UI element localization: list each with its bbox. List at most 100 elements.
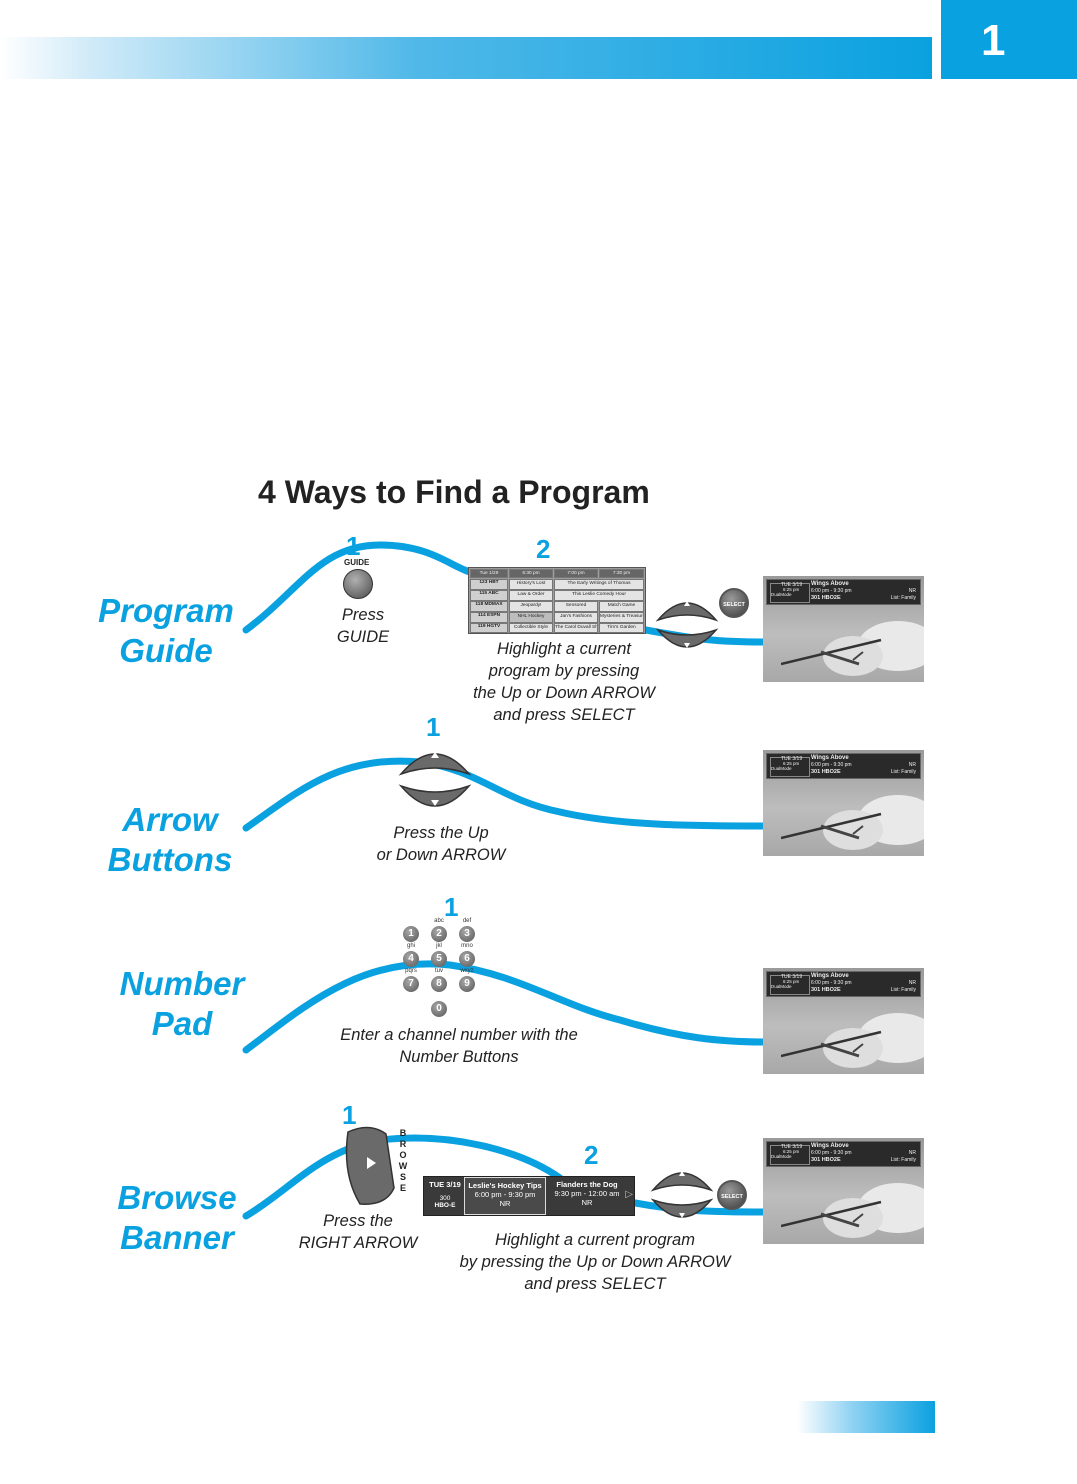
banner-channel-number: 300	[439, 1195, 451, 1202]
arrow-pad[interactable]	[397, 740, 473, 820]
caption-line: Press	[341, 606, 385, 624]
down-triangle-icon	[684, 643, 690, 648]
guide-program[interactable]: Law & Order	[509, 590, 553, 601]
key-letters-label: jkl	[436, 943, 442, 949]
up-triangle-icon	[679, 1171, 685, 1176]
guide-channel[interactable]: 114 ESPN	[470, 612, 508, 623]
caption-line: Press the	[323, 1212, 393, 1230]
up-arrow-button	[650, 1172, 714, 1192]
select-button[interactable]: SELECT	[719, 588, 749, 618]
banner-program-highlighted[interactable]: Leslie's Hockey Tips 6:00 pm - 9:30 pm N…	[464, 1177, 546, 1215]
browse-banner: TUE 3/19 300 HBO-E Leslie's Hockey Tips …	[423, 1176, 635, 1216]
caption-line: Enter a channel number with the	[340, 1026, 578, 1044]
banner-program-time: 9:30 pm - 12:00 am	[554, 1189, 620, 1198]
caption-line: Press the Up	[393, 824, 489, 842]
guide-time: 6:30 pm	[509, 569, 553, 578]
select-button[interactable]: SELECT	[717, 1180, 747, 1210]
banner-schedule: 6:00 pm - 9:30 pm	[811, 980, 852, 986]
guide-program[interactable]: Collectible Style	[509, 623, 553, 633]
guide-channel[interactable]: 115 ABC	[470, 590, 508, 601]
guide-program[interactable]: Jan's Fashions	[554, 612, 598, 623]
label-line: Buttons	[107, 841, 233, 878]
banner-title: Wings Above	[811, 973, 849, 979]
number-key-8[interactable]: 8	[431, 976, 447, 992]
step-caption: Press GUIDE	[320, 604, 406, 648]
caption-line: by pressing the Up or Down ARROW	[459, 1253, 731, 1271]
label-line: Banner	[120, 1219, 234, 1256]
guide-channel[interactable]: 123 HBT	[470, 579, 508, 590]
number-key-5[interactable]: 5	[431, 951, 447, 967]
step-number: 2	[584, 1140, 599, 1170]
banner-title: Wings Above	[811, 1143, 849, 1149]
caption-line: RIGHT ARROW	[298, 1234, 418, 1252]
step-number: 2	[536, 534, 551, 564]
number-key-2[interactable]: 2	[431, 926, 447, 942]
number-key-0[interactable]: 0	[431, 1001, 447, 1017]
right-triangle-icon	[367, 1157, 376, 1169]
up-arrow-button	[398, 753, 472, 776]
label-line: Pad	[151, 1005, 213, 1042]
label-line: Program	[98, 592, 234, 629]
step-caption: Highlight a current program by pressing …	[452, 638, 676, 726]
banner-title: Wings Above	[811, 581, 849, 587]
guide-program[interactable]: Match Game	[599, 601, 644, 612]
caption-line: and press SELECT	[493, 706, 635, 724]
browse-letter: W	[398, 1161, 408, 1171]
guide-button[interactable]	[343, 569, 373, 599]
banner-rating: NR	[908, 980, 916, 986]
arrow-pad[interactable]	[654, 590, 720, 660]
guide-program[interactable]: History's Lost	[509, 579, 553, 590]
label-line: Arrow	[122, 801, 218, 838]
curve-number-pad	[242, 960, 769, 1054]
banner-program[interactable]: Flanders the Dog 9:30 pm - 12:00 am NR	[548, 1177, 626, 1215]
banner-date-box	[770, 1145, 810, 1165]
banner-list: List: Family	[890, 769, 916, 775]
curve-arrow-buttons	[242, 757, 769, 832]
guide-program[interactable]: Sensored	[554, 601, 598, 612]
guide-program[interactable]: The Early Writings of Thomas	[554, 579, 644, 590]
guide-channel[interactable]: 118 MDMAX	[470, 601, 508, 612]
chapter-number-tab: 1	[941, 0, 1077, 79]
number-key-7[interactable]: 7	[403, 976, 419, 992]
guide-channel[interactable]: 119 HGTV	[470, 623, 508, 633]
banner-program-time: 6:00 pm - 9:30 pm	[474, 1190, 536, 1199]
guide-date: Tue 1/29	[470, 569, 508, 578]
banner-program-title: Flanders the Dog	[556, 1180, 618, 1189]
down-arrow-button	[650, 1198, 714, 1218]
step-caption: Highlight a current program by pressing …	[430, 1229, 760, 1295]
banner-mode: DualMode	[771, 766, 792, 771]
guide-program[interactable]: This Leslie Comedy Hour	[554, 590, 644, 601]
glider-image	[781, 1030, 882, 1058]
caption-line: program by pressing	[488, 662, 640, 680]
banner-date-box	[770, 975, 810, 995]
guide-program[interactable]: Mysteries & Treasures	[599, 612, 644, 623]
browse-letter: S	[399, 1172, 406, 1182]
guide-program[interactable]: Tim's Garden	[599, 623, 644, 633]
guide-button-label: GUIDE	[344, 558, 370, 567]
banner-date: TUE 3/19	[781, 582, 803, 588]
label-line: Number	[119, 965, 245, 1002]
banner-program-rating: NR	[581, 1198, 593, 1207]
banner-rating: NR	[908, 762, 916, 768]
number-key-9[interactable]: 9	[459, 976, 475, 992]
guide-program[interactable]: Jeopardy!	[509, 601, 553, 612]
number-key-6[interactable]: 6	[459, 951, 475, 967]
number-key-4[interactable]: 4	[403, 951, 419, 967]
up-arrow-button	[655, 602, 719, 622]
banner-program-rating: NR	[499, 1199, 511, 1208]
number-key-1[interactable]: 1	[403, 926, 419, 942]
right-arrow-button[interactable]	[340, 1124, 398, 1208]
banner-channel: 301 HBO2E	[811, 769, 841, 775]
guide-program-highlighted[interactable]: NHL Hockey	[509, 612, 553, 623]
guide-time: 7:00 pm	[554, 569, 598, 578]
down-arrow-button	[398, 784, 472, 807]
arrow-pad[interactable]	[649, 1160, 715, 1230]
banner-channel-name: HBO-E	[434, 1202, 456, 1209]
guide-program[interactable]: The Carol Duvall Show	[554, 623, 598, 633]
browse-letter: E	[399, 1183, 406, 1193]
caption-line: Number Buttons	[399, 1048, 519, 1066]
number-key-3[interactable]: 3	[459, 926, 475, 942]
